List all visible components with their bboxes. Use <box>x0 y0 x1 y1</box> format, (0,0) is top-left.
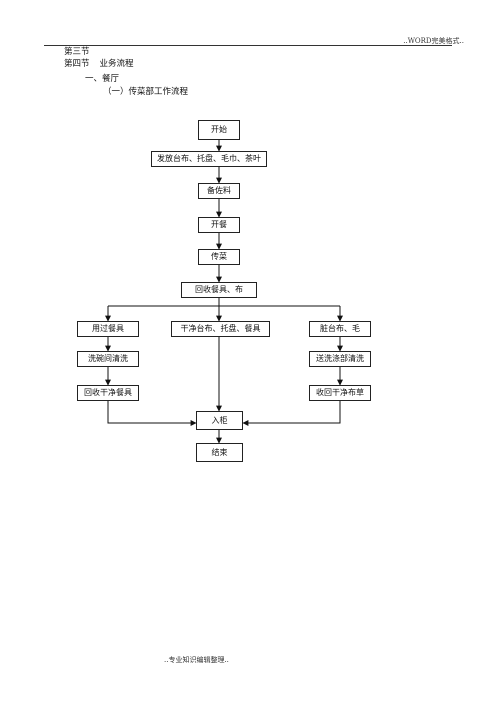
flow-start-box: 开始 <box>198 120 240 140</box>
flow-step-condiments-box: 备佐料 <box>198 183 240 199</box>
arrow-left3-merge <box>107 401 197 426</box>
flow-end-box: 结束 <box>196 443 243 462</box>
page-footer: ..专业知识编辑整理.. <box>164 656 229 664</box>
flow-return-clean-linen-box: 收回干净布草 <box>309 385 371 401</box>
flow-used-tableware-box: 用过餐具 <box>77 321 139 337</box>
flow-step-collect-box: 回收餐具、布 <box>181 282 257 298</box>
flow-return-clean-tableware-box: 回收干净餐具 <box>77 385 139 401</box>
flow-step-open-meal-box: 开餐 <box>198 217 240 233</box>
section-4-heading: 第四节业务流程 <box>64 59 134 70</box>
flow-step-serve-box: 传菜 <box>198 249 240 265</box>
flow-clean-items-box: 干净台布、托盘、餐具 <box>171 321 270 337</box>
subsection-1-heading: 一、餐厅 <box>85 74 120 84</box>
page-header: ..WORD完美格式.. <box>403 37 464 45</box>
flow-laundry-box: 送洗涤部清洗 <box>309 351 371 367</box>
section-4-number: 第四节 <box>64 59 90 69</box>
flow-dishwash-box: 洗碗间清洗 <box>77 351 139 367</box>
arrow-right3-merge <box>242 401 341 426</box>
section-4-title: 业务流程 <box>99 59 134 69</box>
flow-cabinet-box: 入柜 <box>196 411 243 430</box>
flow-step-distribute-box: 发放台布、托盘、毛巾、茶叶 <box>151 151 267 167</box>
subsection-1-1-heading: （一）传菜部工作流程 <box>103 87 189 97</box>
header-rule <box>44 45 452 46</box>
flow-dirty-linen-box: 脏台布、毛 <box>309 321 371 337</box>
section-3-heading: 第三节 <box>64 47 90 57</box>
